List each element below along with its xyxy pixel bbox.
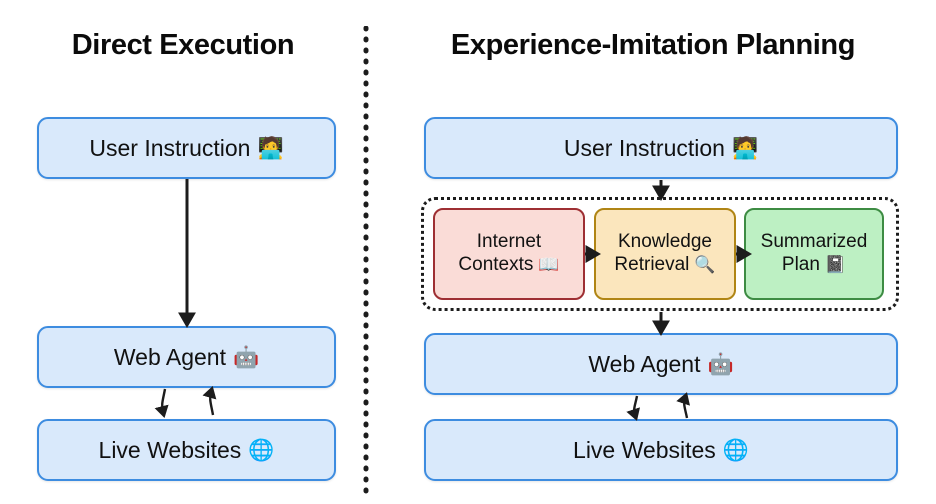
technologist-emoji: 🧑‍💻 [731, 136, 759, 160]
internet-contexts-line2-wrap: Contexts📖 [458, 254, 559, 277]
knowledge-retrieval-line1: Knowledge [617, 231, 713, 253]
summarized-plan-line2-wrap: Plan📓 [761, 254, 868, 277]
right-node-user-instruction[interactable]: User Instruction 🧑‍💻 [424, 117, 898, 179]
internet-contexts-line2: Contexts [458, 254, 534, 275]
open-book-emoji: 📖 [538, 255, 560, 274]
panel-title-left: Direct Execution [71, 29, 295, 61]
robot-emoji: 🤖 [707, 352, 734, 376]
arrow-left-agent-to-sites [154, 388, 169, 419]
left-user-instruction-label: User Instruction [89, 134, 251, 161]
panel-title-right: Experience-Imitation Planning [450, 29, 856, 61]
arrow-right-sites-to-agent [676, 392, 691, 419]
knowledge-retrieval-line2: Retrieval [614, 254, 690, 275]
right-node-web-agent[interactable]: Web Agent 🤖 [424, 333, 898, 395]
arrow-right-agent-to-sites [626, 395, 641, 421]
pipeline-node-knowledge-retrieval[interactable]: Knowledge Retrieval🔍 [594, 208, 736, 300]
right-web-agent-label: Web Agent [588, 350, 701, 377]
technologist-emoji: 🧑‍💻 [257, 136, 284, 160]
right-user-instruction-label: User Instruction [563, 134, 725, 161]
robot-emoji: 🤖 [232, 345, 260, 369]
pipeline-node-internet-contexts[interactable]: Internet Contexts📖 [433, 208, 585, 300]
magnifying-glass-emoji: 🔍 [694, 255, 716, 274]
summarized-plan-line1: Summarized [760, 231, 868, 253]
right-node-live-websites[interactable]: Live Websites 🌐 [424, 419, 898, 481]
pipeline-node-summarized-plan[interactable]: Summarized Plan📓 [744, 208, 884, 300]
left-node-user-instruction[interactable]: User Instruction 🧑‍💻 [37, 117, 336, 179]
arrow-left-sites-to-agent [202, 385, 217, 416]
knowledge-retrieval-line2-wrap: Retrieval🔍 [614, 254, 715, 277]
panel-divider [363, 26, 369, 500]
globe-emoji: 🌐 [722, 438, 749, 462]
notebook-emoji: 📓 [824, 255, 847, 274]
left-node-web-agent[interactable]: Web Agent 🤖 [37, 326, 336, 388]
summarized-plan-line2: Plan [781, 254, 820, 275]
globe-emoji: 🌐 [248, 438, 275, 462]
left-web-agent-label: Web Agent [113, 343, 226, 370]
right-live-websites-label: Live Websites [573, 436, 716, 463]
internet-contexts-line1: Internet [476, 231, 542, 253]
left-node-live-websites[interactable]: Live Websites 🌐 [37, 419, 336, 481]
left-live-websites-label: Live Websites [98, 436, 242, 463]
